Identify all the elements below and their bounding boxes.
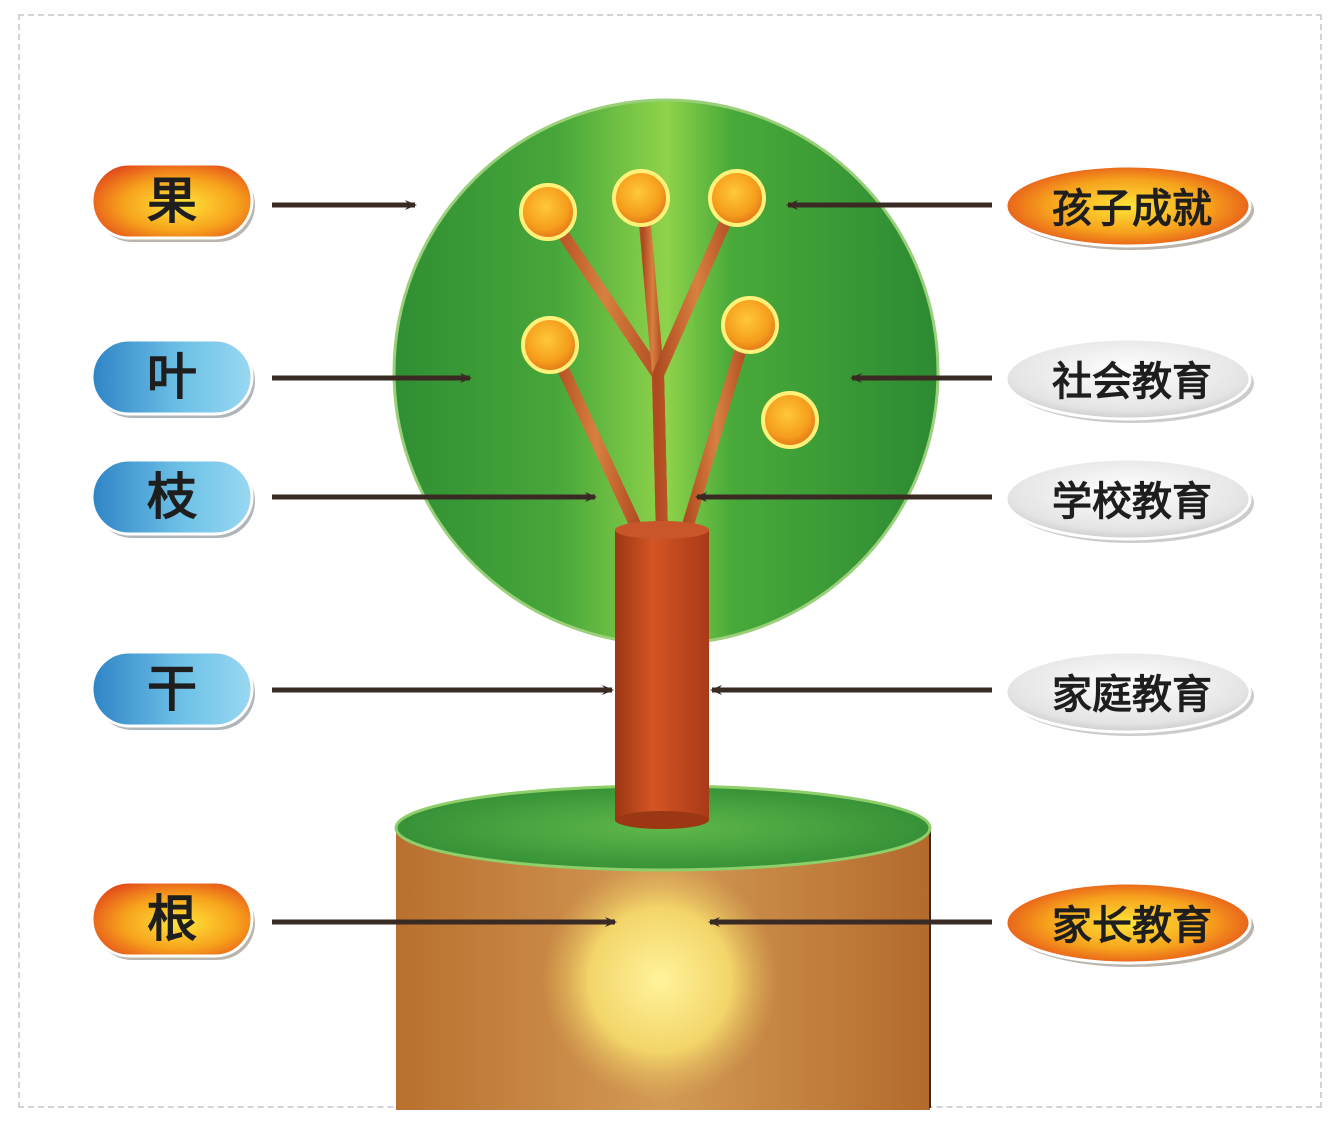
label-fruit: 果 bbox=[147, 171, 197, 230]
left-labels: 果 叶 枝 干 根 bbox=[90, 162, 255, 960]
label-trunk: 干 bbox=[147, 659, 197, 718]
fruits bbox=[519, 169, 819, 449]
pill-leaf: 叶 bbox=[90, 338, 255, 418]
right-labels: 孩子成就 社会教育 学校教育 家庭教育 家长教育 bbox=[1004, 164, 1254, 967]
label-social-education: 社会教育 bbox=[1052, 358, 1212, 405]
root-glow bbox=[542, 860, 778, 1100]
fruit bbox=[519, 183, 577, 241]
label-leaf: 叶 bbox=[147, 347, 197, 406]
label-family-education: 家庭教育 bbox=[1052, 671, 1212, 718]
oval-social-education: 社会教育 bbox=[1004, 337, 1254, 423]
oval-school-education: 学校教育 bbox=[1004, 457, 1254, 543]
fruit bbox=[521, 316, 579, 374]
pot bbox=[394, 784, 932, 1110]
arrows bbox=[272, 200, 992, 927]
pill-root: 根 bbox=[90, 880, 255, 960]
pill-trunk: 干 bbox=[90, 650, 255, 730]
trunk bbox=[615, 521, 709, 829]
oval-parent-education: 家长教育 bbox=[1004, 881, 1254, 967]
label-child-achievement: 孩子成就 bbox=[1052, 185, 1212, 232]
branches bbox=[542, 194, 754, 541]
label-parent-education: 家长教育 bbox=[1052, 902, 1212, 949]
pill-branch: 枝 bbox=[90, 458, 255, 538]
fruit bbox=[761, 391, 819, 449]
fruit bbox=[708, 169, 766, 227]
label-branch: 枝 bbox=[147, 467, 198, 526]
oval-child-achievement: 孩子成就 bbox=[1004, 164, 1254, 250]
label-root: 根 bbox=[147, 889, 197, 948]
fruit bbox=[612, 169, 670, 227]
fruit bbox=[721, 296, 779, 354]
label-school-education: 学校教育 bbox=[1052, 478, 1212, 525]
oval-family-education: 家庭教育 bbox=[1004, 650, 1254, 736]
pill-fruit: 果 bbox=[90, 162, 255, 242]
